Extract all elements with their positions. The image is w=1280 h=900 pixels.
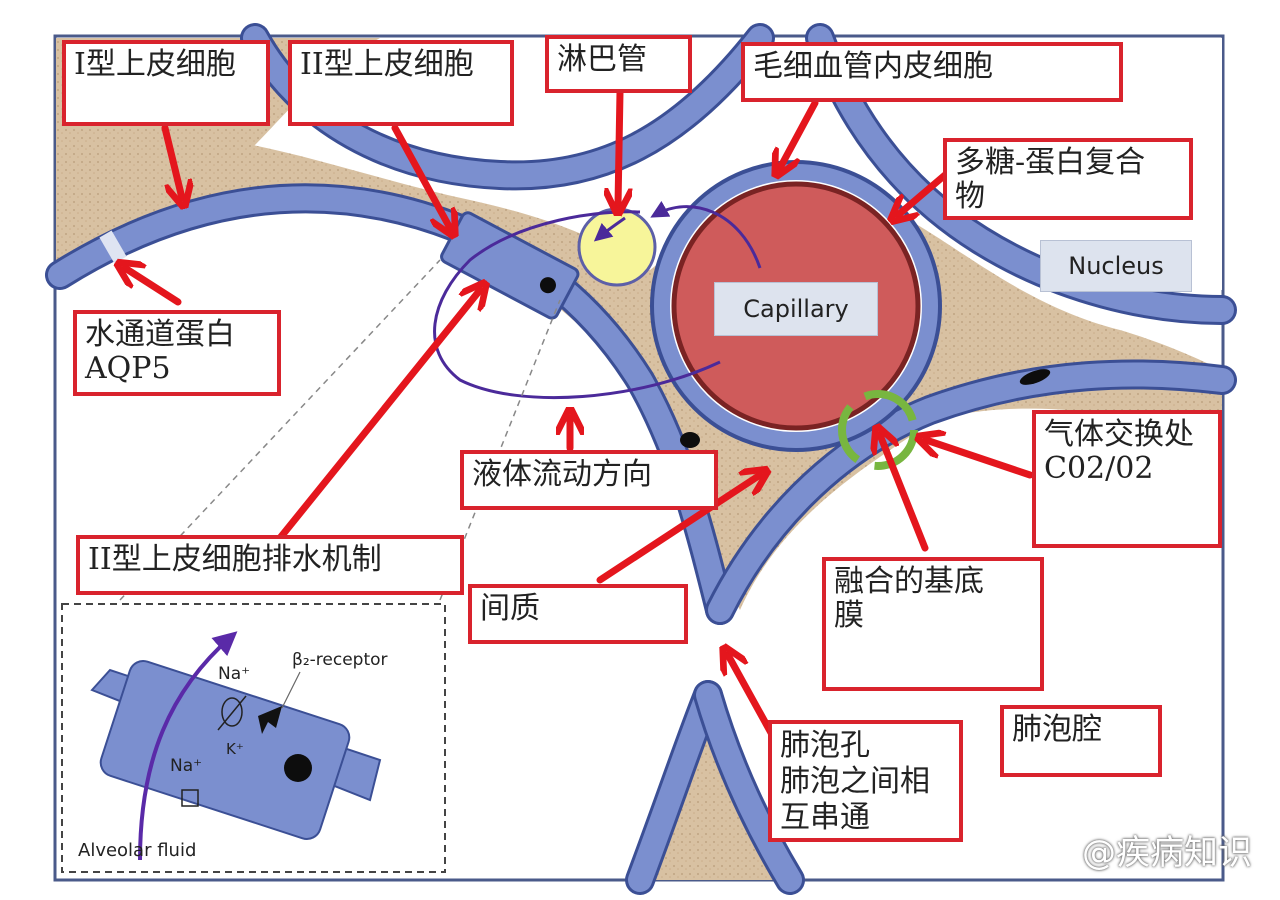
- zoom-line: [439, 299, 561, 601]
- fluid-flow-path: [433, 210, 721, 400]
- inset-na-bottom: Na⁺: [170, 756, 203, 776]
- pointer-arrows: [125, 88, 1034, 744]
- label-lymph: 淋巴管: [545, 35, 692, 93]
- inset-na-top: Na⁺: [218, 664, 251, 684]
- inset-k-plus: K⁺: [226, 740, 244, 758]
- label-basement-membrane: 融合的基底 膜: [822, 557, 1044, 691]
- nucleus-dot: [680, 432, 700, 448]
- nucleus-label: Nucleus: [1040, 240, 1192, 292]
- label-glycoprotein: 多糖-蛋白复合 物: [943, 138, 1193, 220]
- capillary-label: Capillary: [714, 282, 878, 336]
- label-flow-direction: 液体流动方向: [460, 450, 718, 510]
- aqp5-channel: [99, 230, 127, 264]
- label-aqp5: 水通道蛋白 AQP5: [73, 310, 281, 396]
- inset-alveolar-fluid: Alveolar fluid: [78, 840, 197, 861]
- label-endothelial: 毛细血管内皮细胞: [741, 42, 1123, 102]
- nucleus-dot: [1019, 369, 1051, 385]
- watermark: @疾病知识: [1082, 833, 1252, 873]
- label-alveolar-lumen: 肺泡腔: [1000, 705, 1162, 777]
- label-gas-exchange: 气体交换处 C02/02: [1032, 410, 1222, 548]
- label-interstitium: 间质: [468, 584, 688, 644]
- inset-beta-receptor: β₂-receptor: [292, 650, 388, 670]
- inset-flow-arrow: [138, 631, 238, 861]
- label-type1-cell: I型上皮细胞: [62, 40, 270, 126]
- label-drain-mechanism: II型上皮细胞排水机制: [76, 535, 464, 595]
- fluid-flow-arrow: [650, 200, 762, 269]
- inset-cell: [90, 660, 382, 840]
- label-alveolar-pores: 肺泡孔 肺泡之间相 互串通: [768, 720, 963, 842]
- fluid-flow-arrow: [593, 216, 626, 242]
- lymph-vessel: [577, 207, 657, 287]
- label-type2-cell: II型上皮细胞: [288, 40, 514, 126]
